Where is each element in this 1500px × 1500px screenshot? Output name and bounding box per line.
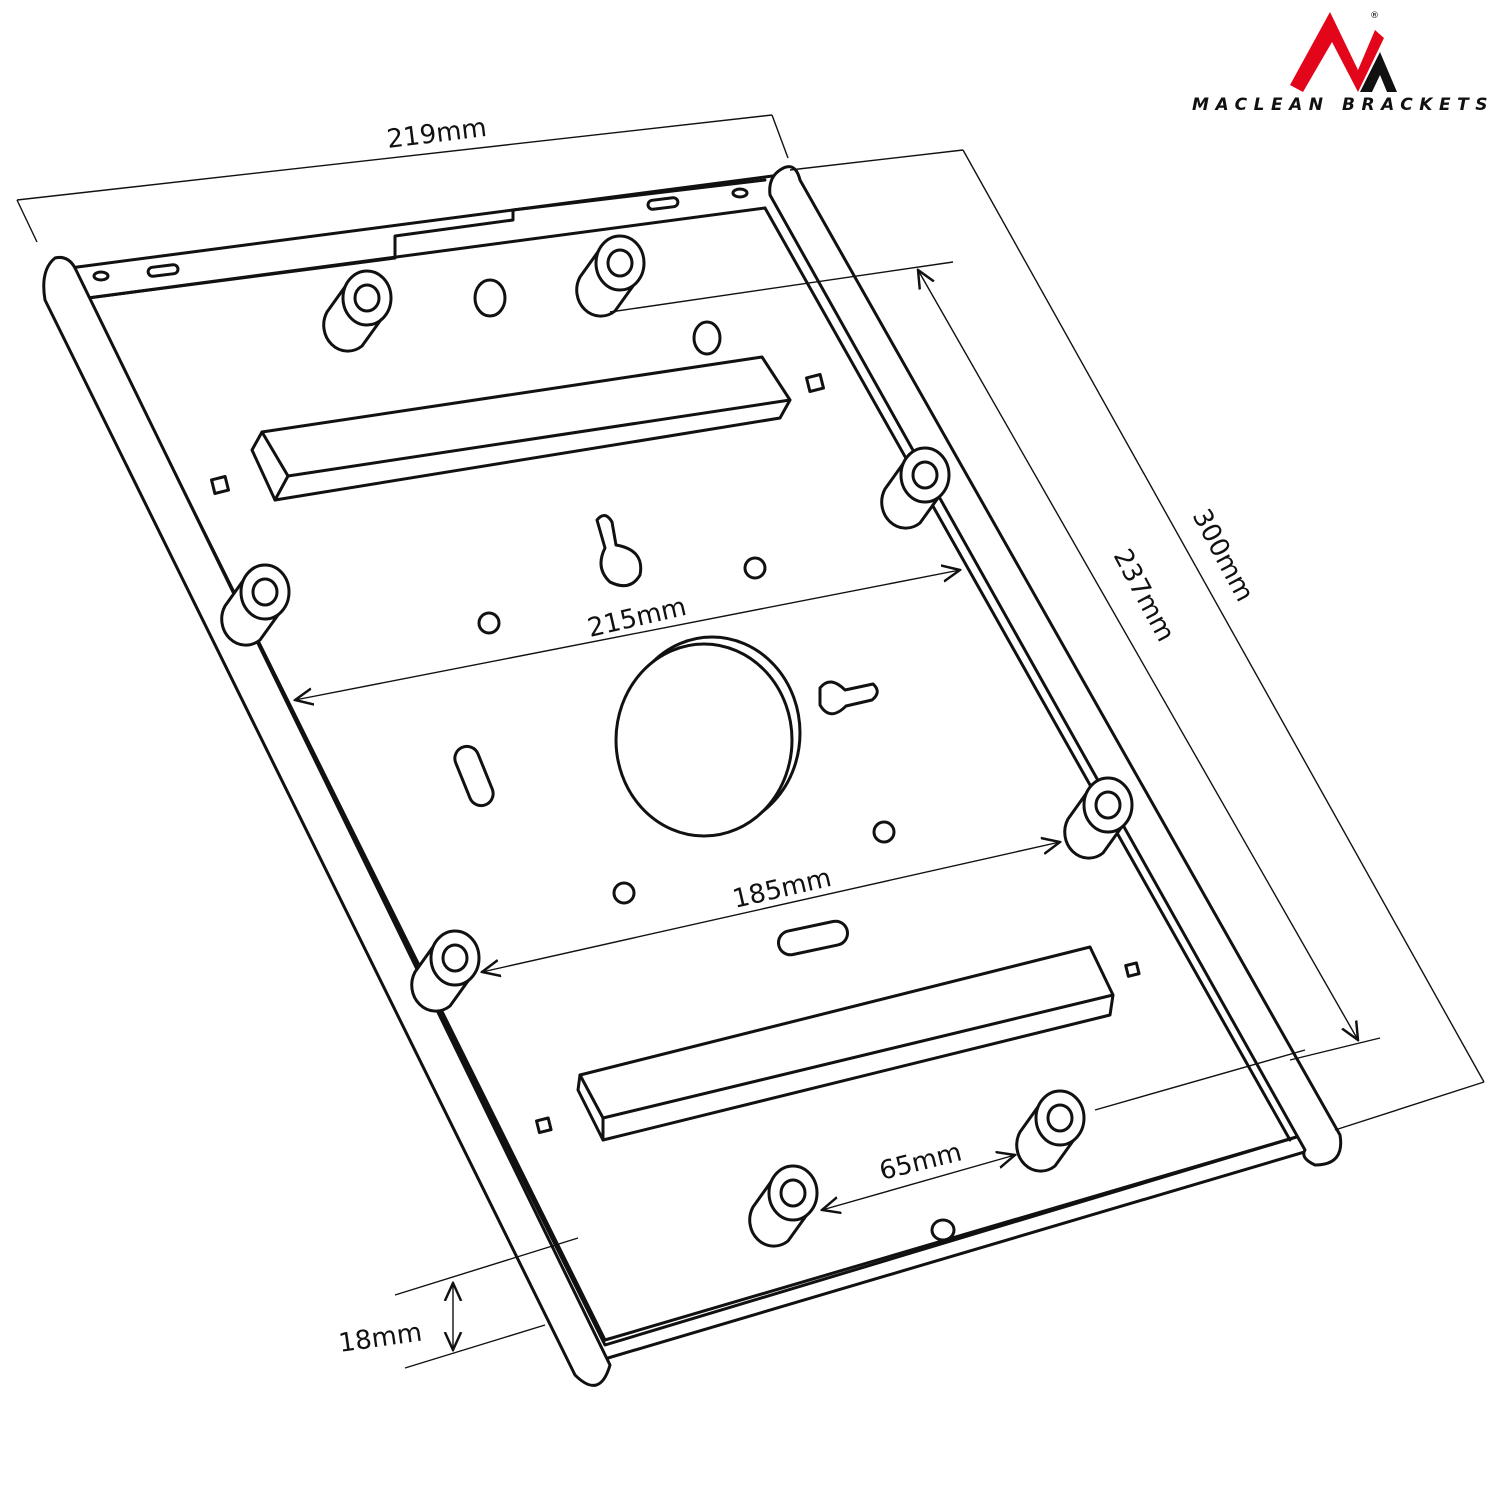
brand-name: MACLEAN BRACKETS — [1192, 95, 1488, 115]
standoff-pin — [1015, 1089, 1086, 1173]
dimension-lines — [16, 114, 1485, 1369]
dim-rail-height: 18mm — [337, 1318, 424, 1359]
standoff-pin — [410, 929, 481, 1013]
mounting-hole — [692, 320, 722, 356]
standoff-pin — [748, 1164, 819, 1248]
mounting-hole — [473, 278, 507, 318]
mounting-hole — [930, 1218, 956, 1242]
mounting-plate — [42, 165, 1343, 1387]
standoff-pin — [575, 234, 646, 318]
upper-rail-bar — [250, 355, 792, 502]
dim-length-outer: 300mm — [1186, 504, 1260, 607]
brand-logo: ® MACLEAN BRACKETS — [1192, 11, 1488, 115]
dim-length-mount: 237mm — [1107, 544, 1181, 647]
standoff-pin — [220, 563, 291, 647]
standoff-pin — [322, 269, 393, 353]
registered-mark: ® — [1370, 11, 1379, 21]
